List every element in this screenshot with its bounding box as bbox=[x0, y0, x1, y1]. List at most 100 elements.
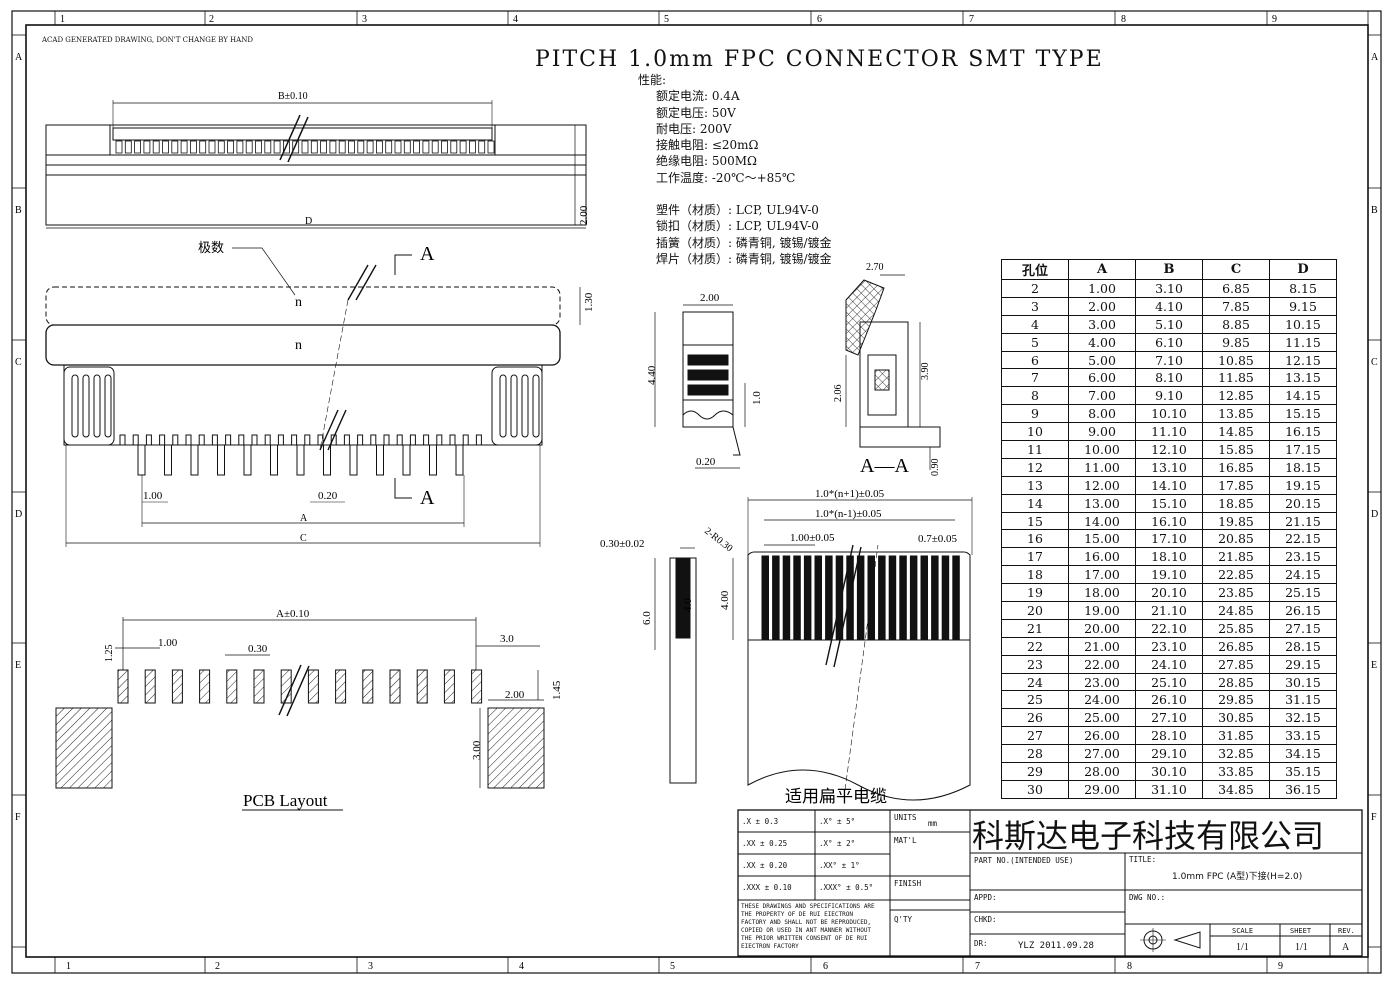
table-cell: 8.85 bbox=[1202, 314, 1270, 334]
table-cell: 17.10 bbox=[1135, 529, 1203, 549]
table-cell: 12 bbox=[1001, 457, 1069, 477]
contact-tip bbox=[277, 434, 284, 446]
table-cell: 35.15 bbox=[1269, 762, 1337, 781]
dim-d: D bbox=[305, 216, 312, 227]
dim-100: 1.00 bbox=[143, 490, 163, 502]
contact-tip bbox=[291, 434, 298, 446]
table-cell: 18.85 bbox=[1202, 493, 1270, 513]
table-cell: 10 bbox=[1001, 422, 1069, 442]
contact-tip bbox=[145, 434, 152, 446]
dr-value: YLZ 2011.09.28 bbox=[1018, 941, 1094, 951]
table-cell: 23.15 bbox=[1269, 547, 1337, 567]
table-cell: 13.85 bbox=[1202, 404, 1270, 424]
table-cell: 23.10 bbox=[1135, 636, 1203, 656]
table-cell: 25.85 bbox=[1202, 618, 1270, 638]
top-view bbox=[45, 100, 587, 229]
contact-slot bbox=[273, 140, 281, 154]
acad-note: ACAD GENERATED DRAWING, DON'T CHANGE BY … bbox=[42, 36, 253, 44]
drawing-title: PITCH 1.0mm FPC CONNECTOR SMT TYPE bbox=[535, 47, 1104, 72]
frame-row-label: A bbox=[1371, 52, 1379, 63]
table-cell: 6 bbox=[1001, 350, 1069, 370]
fpc-60: 6.0 bbox=[641, 611, 653, 625]
table-cell: 16.00 bbox=[1068, 547, 1136, 567]
table-cell: 23.85 bbox=[1202, 583, 1270, 603]
sec-090: 0.90 bbox=[930, 459, 941, 477]
front-view bbox=[45, 247, 581, 547]
part-no-label: PART NO.(INTENDED USE) bbox=[974, 856, 1073, 865]
contact-slot bbox=[292, 140, 300, 154]
table-cell: 13.10 bbox=[1135, 457, 1203, 477]
table-cell: 15.00 bbox=[1068, 529, 1136, 549]
pcb-pad bbox=[307, 669, 319, 704]
latch-rib bbox=[521, 374, 529, 438]
table-cell: 14.00 bbox=[1068, 511, 1136, 531]
table-cell: 11.10 bbox=[1135, 422, 1203, 442]
table-cell: 22 bbox=[1001, 636, 1069, 656]
table-cell: 28.15 bbox=[1269, 636, 1337, 656]
matl-label: MAT'L bbox=[894, 836, 917, 845]
frame-row-label: A bbox=[15, 52, 23, 63]
table-cell: 13.15 bbox=[1269, 368, 1337, 388]
sec-206: 2.06 bbox=[833, 385, 844, 403]
table-cell: 9.85 bbox=[1202, 332, 1270, 352]
contact-tip bbox=[119, 434, 126, 446]
pcb-pad bbox=[117, 669, 129, 704]
table-cell: 28 bbox=[1001, 744, 1069, 764]
contact-slot bbox=[227, 140, 235, 154]
title-block bbox=[737, 809, 1363, 957]
rev-label: REV. bbox=[1338, 927, 1355, 935]
latch-rib bbox=[499, 374, 507, 438]
pcb-layout bbox=[55, 617, 545, 811]
finish-label: FINISH bbox=[894, 879, 922, 888]
table-cell: 26 bbox=[1001, 708, 1069, 728]
contact-slot bbox=[413, 140, 421, 154]
table-cell: 5 bbox=[1001, 332, 1069, 352]
solder-lead bbox=[243, 444, 252, 476]
table-cell: 17.15 bbox=[1269, 440, 1337, 459]
table-cell: 26.10 bbox=[1135, 690, 1203, 710]
frame-col-label: 6 bbox=[817, 14, 822, 25]
table-cell: 27.15 bbox=[1269, 618, 1337, 638]
table-cell: 7.00 bbox=[1068, 386, 1136, 406]
contact-slot bbox=[124, 140, 132, 154]
table-cell: 33.85 bbox=[1202, 762, 1270, 781]
solder-lead bbox=[190, 444, 199, 476]
table-cell: 10.10 bbox=[1135, 404, 1203, 424]
table-cell: 4.10 bbox=[1135, 296, 1203, 316]
solder-lead bbox=[376, 444, 384, 476]
dim-020: 0.20 bbox=[318, 490, 338, 502]
contact-slot bbox=[171, 140, 179, 154]
contact-tip bbox=[159, 434, 166, 446]
contact-tip bbox=[409, 434, 416, 446]
table-cell: 11 bbox=[1001, 440, 1069, 459]
contact-slot bbox=[385, 140, 393, 154]
contact-tip bbox=[330, 434, 337, 446]
units-label: UNITS bbox=[894, 813, 917, 822]
frame-col-label: 3 bbox=[368, 961, 373, 972]
table-cell: 18.15 bbox=[1269, 457, 1337, 477]
table-cell: 10.15 bbox=[1269, 314, 1337, 334]
table-cell: 20.10 bbox=[1135, 583, 1203, 603]
table-cell: 11.85 bbox=[1202, 368, 1270, 388]
contact-slot bbox=[134, 140, 142, 154]
fpc-conductor bbox=[772, 555, 780, 641]
tol-xx: .XX ± 0.25 bbox=[742, 839, 787, 848]
dim-200: 2.00 bbox=[578, 205, 590, 225]
contact-tip bbox=[264, 434, 271, 446]
table-cell: 29.85 bbox=[1202, 690, 1270, 710]
pcb-030: 0.30 bbox=[248, 643, 268, 655]
table-cell: 22.10 bbox=[1135, 618, 1203, 638]
table-cell: 16.10 bbox=[1135, 511, 1203, 531]
property-item: 额定电流: 0.4A bbox=[656, 89, 740, 104]
table-cell: 20.15 bbox=[1269, 493, 1337, 513]
contact-slot bbox=[189, 140, 197, 154]
section-a-top: A bbox=[420, 243, 435, 265]
